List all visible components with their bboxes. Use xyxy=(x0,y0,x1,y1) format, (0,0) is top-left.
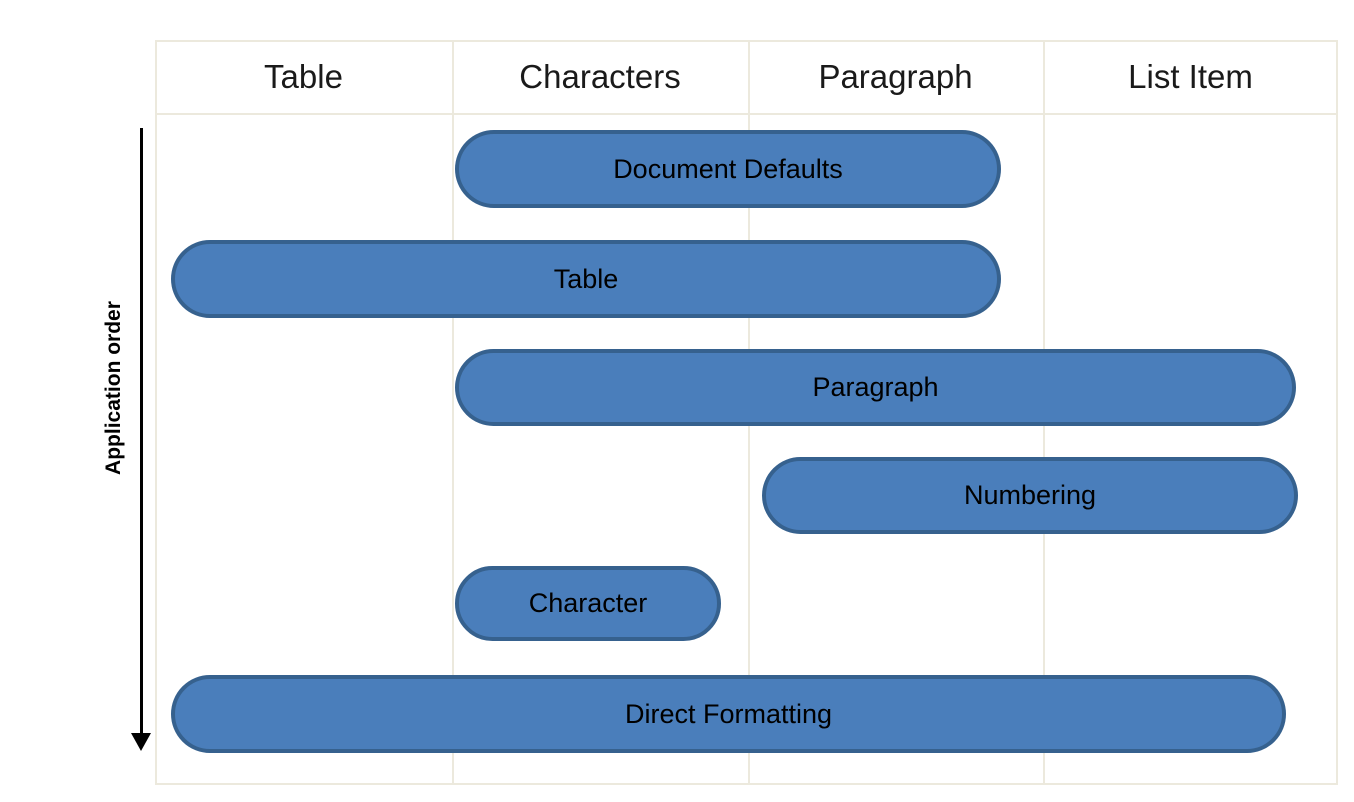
column-header-list-item: List Item xyxy=(1128,58,1253,95)
bar-document-defaults: Document Defaults xyxy=(455,130,1001,208)
bar-character: Character xyxy=(455,566,721,641)
bar-direct-formatting: Direct Formatting xyxy=(171,675,1286,753)
down-arrow-line xyxy=(140,128,143,734)
bar-table: Table xyxy=(171,240,1001,318)
column-header-paragraph: Paragraph xyxy=(818,58,973,95)
bar-paragraph: Paragraph xyxy=(455,349,1296,426)
column-header-table: Table xyxy=(264,58,343,95)
header-separator-line xyxy=(157,113,1336,115)
column-divider-table-characters xyxy=(452,42,454,783)
bar-numbering: Numbering xyxy=(762,457,1298,534)
down-arrow-head-icon xyxy=(131,733,151,751)
column-header-characters: Characters xyxy=(519,58,681,95)
application-order-axis-label: Application order xyxy=(102,301,125,475)
